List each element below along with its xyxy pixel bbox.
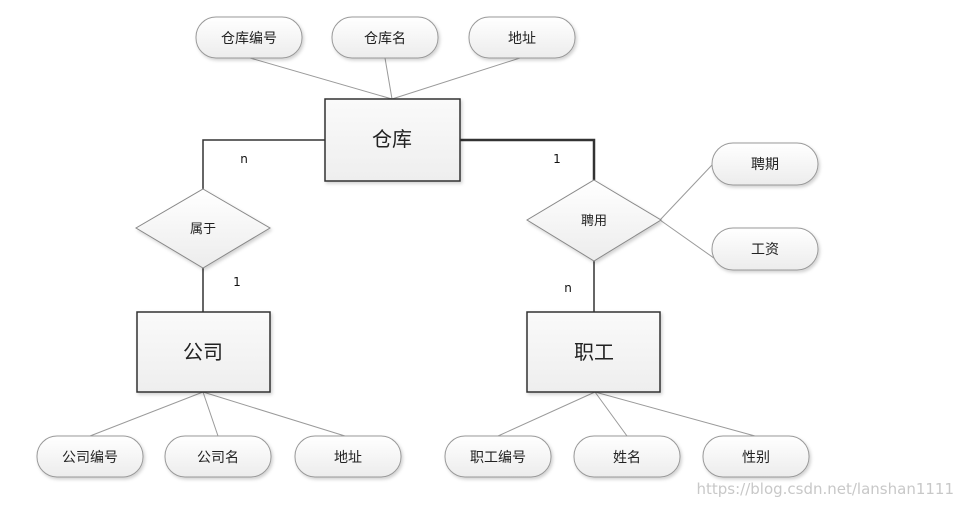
connector-hire-period	[659, 164, 713, 221]
connector-warehouse-name	[384, 57, 393, 100]
attribute-warehouse-id[interactable]: 仓库编号	[195, 16, 303, 59]
attribute-employee-id[interactable]: 职工编号	[444, 435, 552, 478]
attribute-company-id[interactable]: 公司编号	[36, 435, 144, 478]
attribute-connectors	[89, 57, 756, 437]
cardinality-warehouse-hire: 1	[553, 152, 561, 166]
entity-company-label: 公司	[183, 340, 223, 364]
connector-employee-name	[594, 391, 628, 437]
relationship-hire[interactable]: 聘用	[526, 179, 662, 262]
attribute-warehouse-name[interactable]: 仓库名	[331, 16, 439, 59]
attribute-hire-period[interactable]: 聘期	[711, 142, 819, 186]
watermark-text: https://blog.csdn.net/lanshan1111	[696, 480, 954, 498]
connector-company-id	[89, 391, 204, 437]
entity-employee-label: 职工	[574, 340, 614, 364]
attribute-company-address-label: 地址	[334, 450, 362, 466]
attribute-employee-id-label: 职工编号	[470, 450, 526, 466]
entity-warehouse[interactable]: 仓库	[324, 98, 461, 182]
entity-company[interactable]: 公司	[136, 311, 271, 393]
attribute-company-name-label: 公司名	[197, 450, 239, 466]
cardinality-employee-hire: n	[564, 281, 572, 295]
attribute-warehouse-address[interactable]: 地址	[468, 16, 576, 59]
connector-company-name	[202, 391, 219, 437]
relationship-belongs[interactable]: 属于	[135, 188, 271, 269]
attribute-warehouse-id-label: 仓库编号	[221, 31, 277, 47]
entity-warehouse-label: 仓库	[372, 127, 412, 151]
attribute-warehouse-address-label: 地址	[508, 31, 536, 47]
connector-warehouse-hire	[460, 138, 596, 180]
relationship-hire-label: 聘用	[581, 214, 607, 229]
connector-warehouse-address	[391, 57, 521, 100]
attribute-employee-name[interactable]: 姓名	[573, 435, 681, 478]
attribute-employee-name-label: 姓名	[613, 450, 641, 466]
attribute-warehouse-name-label: 仓库名	[364, 31, 406, 47]
attribute-salary-label: 工资	[751, 242, 779, 258]
attribute-employee-gender[interactable]: 性别	[702, 435, 810, 478]
entity-employee[interactable]: 职工	[526, 311, 661, 393]
attribute-salary[interactable]: 工资	[711, 227, 819, 271]
connector-warehouse-id	[249, 57, 393, 100]
attribute-hire-period-label: 聘期	[751, 157, 779, 173]
attribute-company-name[interactable]: 公司名	[164, 435, 272, 478]
relationship-connectors	[202, 138, 596, 312]
relationship-belongs-label: 属于	[190, 222, 216, 237]
attribute-company-address[interactable]: 地址	[294, 435, 402, 478]
attribute-employee-gender-label: 性别	[742, 450, 770, 466]
connector-warehouse-belongs	[202, 139, 325, 189]
connector-employee-gender	[594, 391, 756, 437]
cardinality-company-belongs: 1	[233, 275, 241, 289]
attribute-company-id-label: 公司编号	[62, 450, 118, 466]
connector-employee-id	[497, 391, 596, 437]
connector-company-address	[202, 391, 346, 437]
cardinality-warehouse-belongs: n	[240, 152, 248, 166]
